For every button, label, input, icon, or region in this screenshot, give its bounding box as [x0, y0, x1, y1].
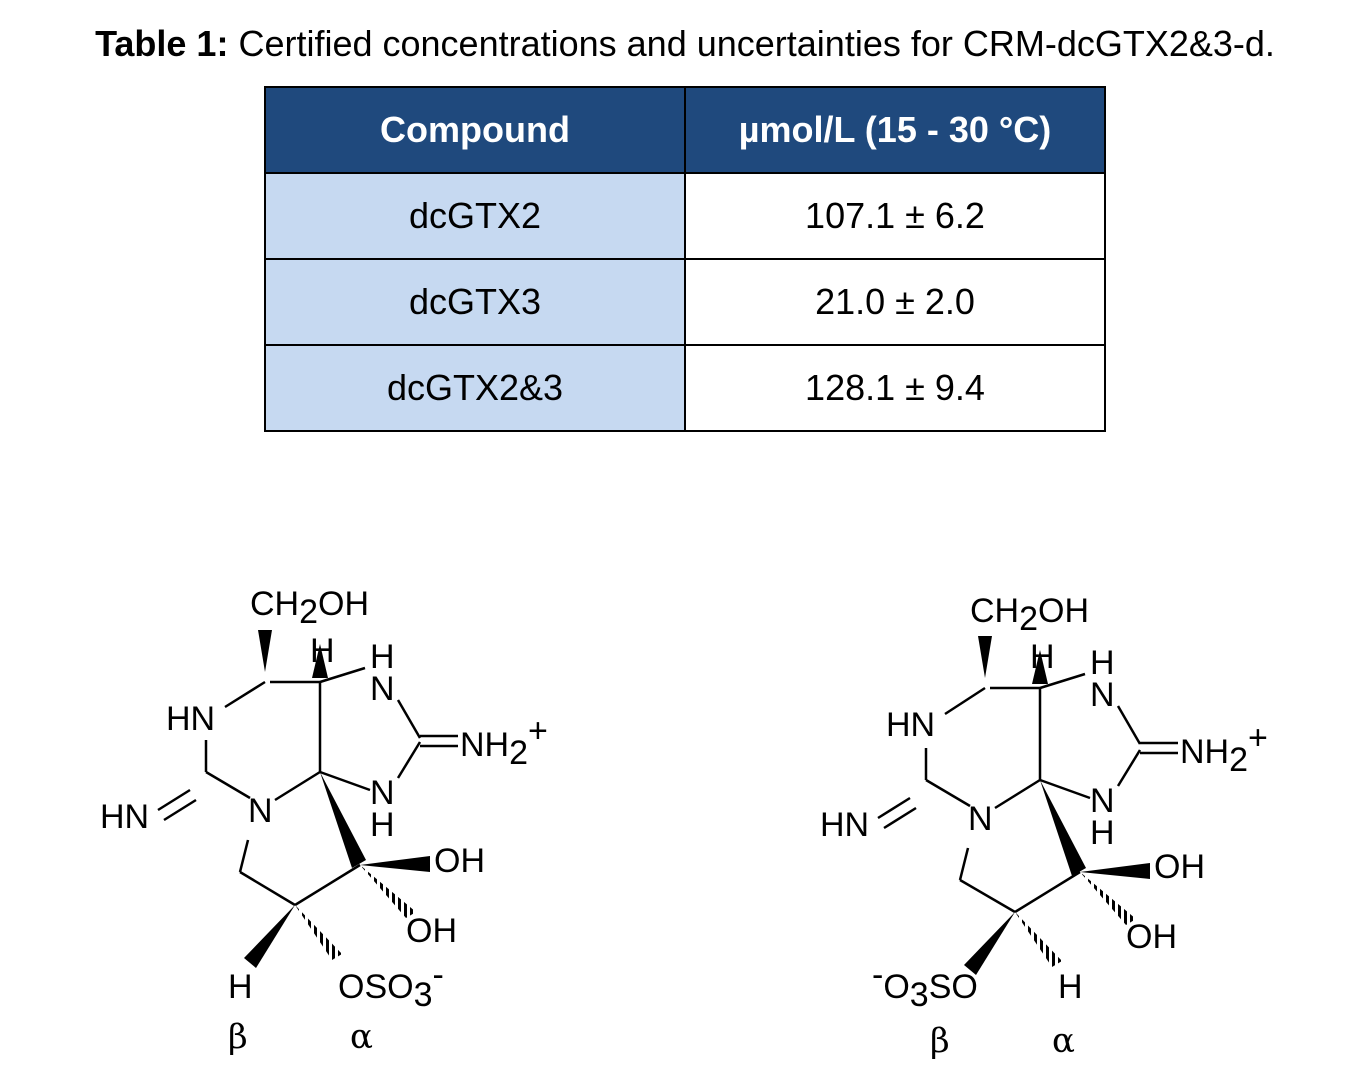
- caption-text: Certified concentrations and uncertainti…: [228, 23, 1275, 64]
- wedge-bonds: [244, 630, 430, 968]
- nh-bottom-n: N: [1090, 782, 1115, 820]
- beta-label: β: [930, 1021, 950, 1061]
- o3so-label: -O3SO: [872, 956, 978, 1014]
- h-top-label: H: [1030, 638, 1055, 676]
- cell-compound: dcGTX2: [264, 172, 686, 260]
- table-row: dcGTX3 21.0 ± 2.0: [264, 258, 1106, 346]
- nh2-label: NH2+: [460, 712, 548, 772]
- n-lower-label: N: [248, 792, 273, 830]
- cell-value: 107.1 ± 6.2: [684, 172, 1106, 260]
- nh-top-n: N: [1090, 676, 1115, 714]
- structure-right: CH2OH H H N HN N HN NH2+ N H OH OH H -O3…: [800, 560, 1320, 1085]
- hn-upper-label: HN: [166, 700, 215, 738]
- cell-value: 21.0 ± 2.0: [684, 258, 1106, 346]
- nh-top-n: N: [370, 670, 395, 708]
- ch2oh-label: CH2OH: [250, 585, 369, 631]
- table-header-row: Compound µmol/L (15 - 30 °C): [264, 86, 1106, 174]
- h-bottom-label: H: [228, 968, 253, 1006]
- nh2-label: NH2+: [1180, 719, 1268, 779]
- nh-bottom-h: H: [370, 806, 395, 844]
- header-compound: Compound: [264, 86, 686, 174]
- hn-imine-label: HN: [820, 806, 869, 844]
- nh-bottom-h: H: [1090, 814, 1115, 852]
- structure-left: CH2OH H H N HN N HN NH2+ N H OH OH H OSO…: [80, 560, 600, 1085]
- oh1-label: OH: [434, 842, 485, 880]
- cell-compound: dcGTX2&3: [264, 344, 686, 432]
- nh-bottom-n: N: [370, 774, 395, 812]
- table-row: dcGTX2 107.1 ± 6.2: [264, 172, 1106, 260]
- oh1-label: OH: [1154, 848, 1205, 886]
- oh2-label: OH: [406, 912, 457, 950]
- cell-value: 128.1 ± 9.4: [684, 344, 1106, 432]
- nh-top-h: H: [370, 638, 395, 676]
- caption-label: Table 1:: [95, 23, 229, 64]
- beta-label: β: [228, 1017, 248, 1057]
- structure-right-drawing: CH2OH H H N HN N HN NH2+ N H OH OH H -O3…: [820, 592, 1268, 1061]
- table-row: dcGTX2&3 128.1 ± 9.4: [264, 344, 1106, 432]
- alpha-label: α: [1052, 1021, 1075, 1061]
- hn-imine-label: HN: [100, 798, 149, 836]
- alpha-label: α: [350, 1017, 373, 1057]
- header-concentration: µmol/L (15 - 30 °C): [684, 86, 1106, 174]
- n-lower-label: N: [968, 800, 993, 838]
- ch2oh-label: CH2OH: [970, 592, 1089, 638]
- concentration-table: Compound µmol/L (15 - 30 °C) dcGTX2 107.…: [264, 86, 1106, 432]
- table-caption: Table 1: Certified concentrations and un…: [0, 22, 1370, 66]
- wedge-bonds: [964, 636, 1150, 975]
- bonds: [877, 672, 1178, 914]
- cell-compound: dcGTX3: [264, 258, 686, 346]
- nh-top-h: H: [1090, 644, 1115, 682]
- oh2-label: OH: [1126, 918, 1177, 956]
- hashed-bonds: [295, 865, 416, 960]
- bonds: [157, 666, 458, 907]
- h-bottom-label: H: [1058, 968, 1083, 1006]
- hn-upper-label: HN: [886, 706, 935, 744]
- oso3-label: OSO3-: [338, 956, 444, 1014]
- hashed-bonds: [1015, 872, 1136, 967]
- structure-left-drawing: CH2OH H H N HN N HN NH2+ N H OH OH H OSO…: [100, 585, 548, 1057]
- h-top-label: H: [310, 632, 335, 670]
